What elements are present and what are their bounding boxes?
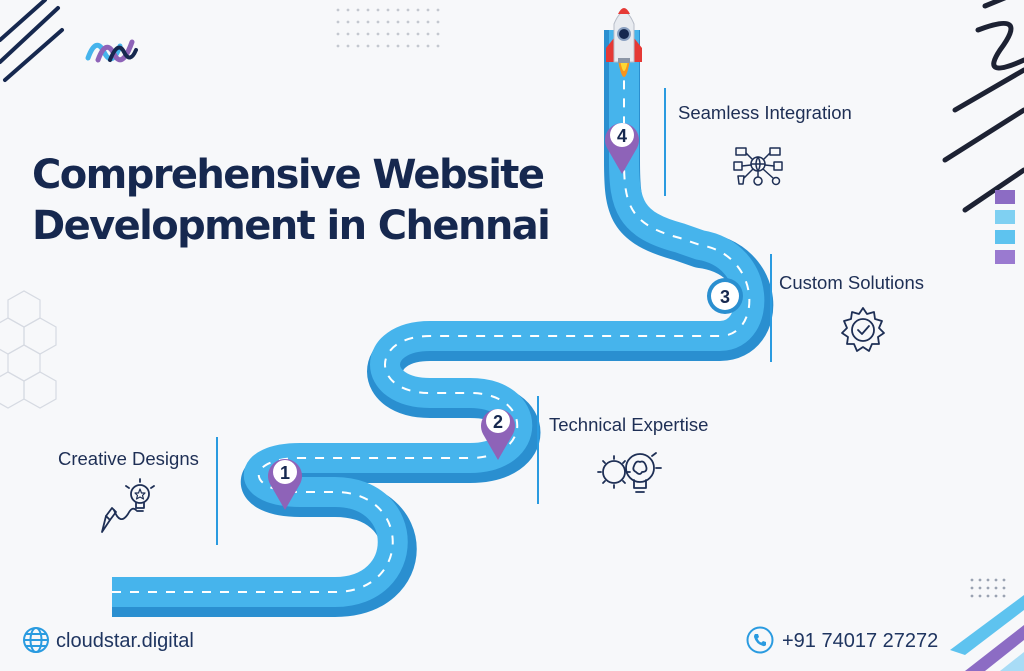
step-1-divider [216,437,218,545]
step-4-label: Seamless Integration [678,102,852,123]
dot-grid-bottom-right [970,578,1006,598]
brand-logo [85,39,138,63]
step-pin-2: 2 [481,409,515,460]
stripe-bars-right [995,190,1015,264]
page-title: Comprehensive Website Development in Che… [32,150,551,252]
network-integration-icon [733,147,783,186]
step-number-3: 3 [720,287,730,307]
scribble-right [942,0,1024,213]
step-3-label: Custom Solutions [779,272,924,293]
phone-number[interactable]: +91 74017 27272 [782,630,939,652]
step-number-2: 2 [493,412,503,432]
step-pin-3: 3 [707,278,743,314]
step-number-4: 4 [617,126,627,146]
website-link[interactable]: cloudstar.digital [56,630,194,652]
gear-brain-bulb-icon [597,452,662,493]
globe-icon [23,627,49,653]
phone-icon [746,626,774,654]
hexagon-pattern [0,290,57,409]
stripe-corner-bottom-right [950,595,1024,671]
road-center-dashes [112,30,751,593]
gear-check-icon [841,307,885,352]
step-4-divider [664,88,666,196]
step-2-divider [537,396,539,504]
page-title-line-2: Development in Chennai [32,203,551,249]
step-2-label: Technical Expertise [549,414,709,435]
dot-grid-top [336,8,440,48]
rocket-icon [606,8,642,77]
step-pin-1: 1 [268,459,302,510]
step-number-1: 1 [280,463,290,483]
pencil-lightbulb-icon [101,478,155,533]
step-3-divider [770,254,772,362]
step-1-label: Creative Designs [58,448,199,469]
scribble-top-left [0,0,64,82]
page-title-line-1: Comprehensive Website [32,152,545,198]
step-pin-4: 4 [605,122,639,174]
